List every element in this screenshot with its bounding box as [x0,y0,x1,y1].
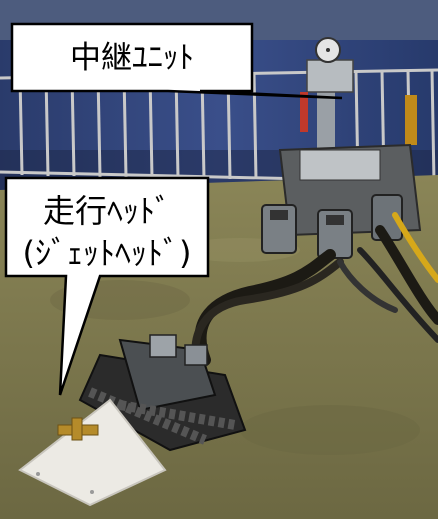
jet-head-plate [18,398,167,507]
jet-head-label: (ｼﾞｪｯﾄﾍｯﾄﾞ) [23,234,192,272]
callout-relay-unit: 中継ﾕﾆｯﾄ [10,22,343,100]
callout-traveling-head: 走行ﾍｯﾄﾞ (ｼﾞｪｯﾄﾍｯﾄﾞ) [4,176,210,396]
relay-unit-mast [300,37,417,148]
relay-unit-label: 中継ﾕﾆｯﾄ [70,40,194,76]
cables [191,212,438,379]
traveling-head-label: 走行ﾍｯﾄﾞ [43,192,171,230]
